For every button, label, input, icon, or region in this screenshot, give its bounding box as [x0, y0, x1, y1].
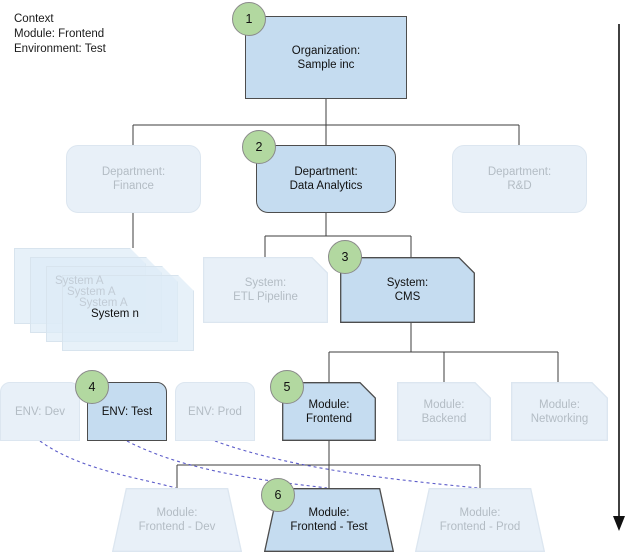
node-system-etl-pipeline[interactable]: System: ETL Pipeline: [203, 257, 328, 323]
badge-2: 2: [242, 130, 276, 164]
node-system-stack[interactable]: System A System A System A System n: [14, 248, 196, 352]
dashed-link-env-prod-to-frontend-prod: [214, 440, 479, 489]
node-label: ENV: Prod: [188, 405, 242, 418]
node-shape: Module: Networking: [511, 382, 608, 441]
node-label: Module: Networking: [530, 398, 589, 425]
badge-6: 6: [261, 478, 295, 512]
node-shape: System: ETL Pipeline: [203, 257, 328, 323]
node-label: Department: R&D: [487, 166, 552, 192]
node-label: Module: Frontend - Prod: [439, 507, 521, 533]
node-deployed-frontend-dev[interactable]: Module: Frontend - Dev: [112, 488, 242, 552]
node-label: ENV: Test: [101, 405, 153, 418]
node-shape: Module: Backend: [397, 382, 491, 441]
node-organization-sample-inc[interactable]: Organization: Sample inc: [245, 16, 407, 99]
stack-label-back-2: System A: [67, 286, 116, 298]
node-label: System: ETL Pipeline: [233, 277, 298, 303]
node-shape: System: CMS: [340, 257, 475, 323]
node-label: Organization: Sample inc: [291, 44, 361, 71]
badge-1: 1: [232, 2, 266, 36]
node-label: System: CMS: [386, 277, 429, 303]
badge-5: 5: [270, 370, 304, 404]
node-module-networking[interactable]: Module: Networking: [511, 382, 608, 441]
node-label: Module: Frontend - Dev: [138, 507, 216, 533]
node-deployed-frontend-prod[interactable]: Module: Frontend - Prod: [415, 488, 545, 552]
node-label: Module: Backend: [421, 398, 467, 425]
dashed-link-env-test-to-frontend-test: [126, 440, 328, 489]
node-label: ENV: Dev: [14, 405, 66, 418]
badge-3: 3: [328, 240, 362, 274]
context-block: Context Module: Frontend Environment: Te…: [14, 13, 106, 55]
node-department-data-analytics[interactable]: Department: Data Analytics: [256, 145, 396, 213]
node-env-prod[interactable]: ENV: Prod: [175, 382, 255, 441]
dashed-link-env-dev-to-frontend-dev: [39, 440, 177, 489]
node-env-test[interactable]: ENV: Test: [87, 382, 167, 441]
node-label: Department: Finance: [101, 166, 166, 192]
vertical-flow-arrow: [613, 24, 625, 531]
node-label: Module: Frontend: [305, 398, 353, 425]
node-env-dev[interactable]: ENV: Dev: [0, 382, 80, 441]
node-department-finance[interactable]: Department: Finance: [66, 145, 201, 213]
node-label: Department: Data Analytics: [289, 166, 363, 192]
node-label: Module: Frontend - Test: [290, 507, 368, 533]
stack-label-front: System n: [91, 308, 139, 320]
badge-4: 4: [75, 370, 109, 404]
node-shape: Module: Frontend - Prod: [415, 488, 545, 552]
node-department-rd[interactable]: Department: R&D: [452, 145, 587, 213]
node-shape: Module: Frontend - Dev: [112, 488, 242, 552]
stack-label-back-3: System A: [55, 275, 104, 287]
node-system-cms[interactable]: System: CMS: [340, 257, 475, 323]
node-module-backend[interactable]: Module: Backend: [397, 382, 491, 441]
stack-label-back-1: System A: [79, 297, 128, 309]
stack-layer-front: [62, 275, 194, 351]
